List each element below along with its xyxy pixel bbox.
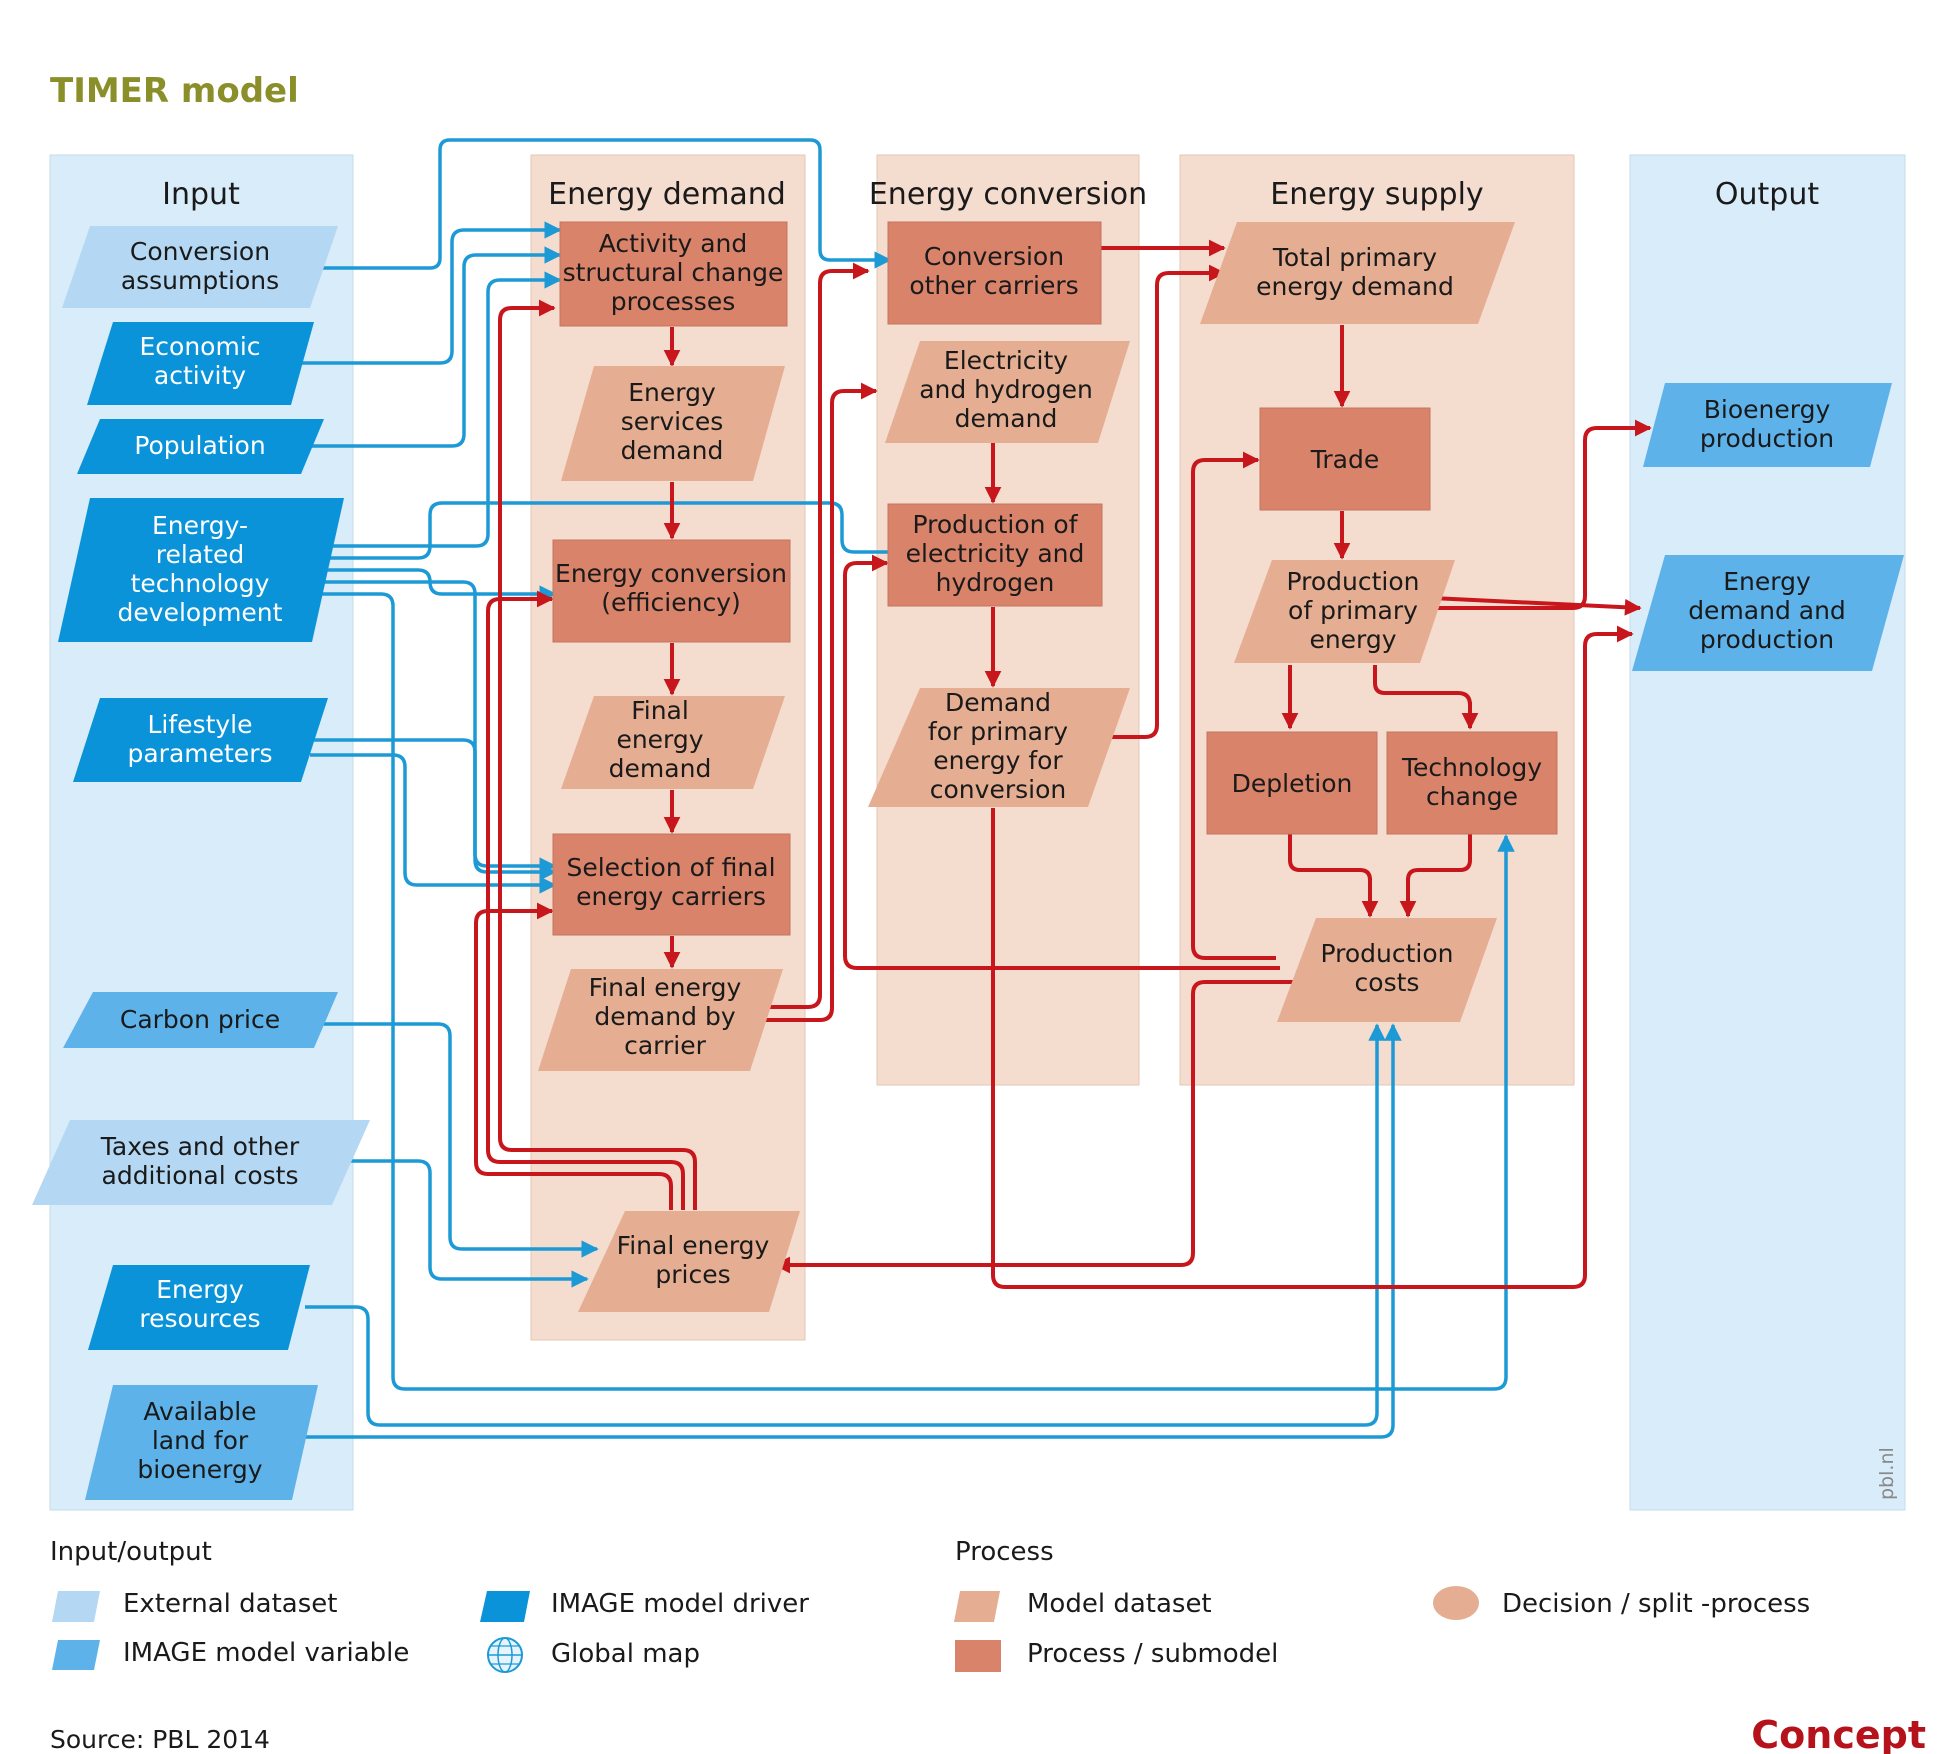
concept-stamp: Concept [1751, 1713, 1926, 1754]
svg-text:Trade: Trade [1310, 445, 1379, 474]
blue-connectors [298, 138, 1515, 1439]
legend-swatch-process-submodel [955, 1640, 1001, 1672]
legend-label-model-dataset: Model dataset [1027, 1589, 1212, 1619]
depletion: Depletion [1206, 731, 1378, 835]
svg-text:Depletion: Depletion [1232, 769, 1353, 798]
globe-icon [487, 1637, 523, 1673]
legend-label-decision: Decision / split -process [1502, 1589, 1810, 1619]
red-connectors [474, 239, 1652, 1289]
svg-text:Energy conversion(efficiency): Energy conversion(efficiency) [555, 559, 787, 617]
trade: Trade [1259, 407, 1431, 511]
column-title-output: Output [1715, 177, 1819, 212]
svg-text:Population: Population [134, 431, 265, 460]
legend-swatch-model-driver [480, 1591, 530, 1622]
pbl-credit: pbl.nl [1876, 1447, 1898, 1500]
column-title-input: Input [162, 177, 240, 212]
legend-swatch-external-dataset [52, 1591, 100, 1622]
legend-heading-input-output: Input/output [50, 1537, 212, 1567]
legend-swatch-decision [1433, 1586, 1479, 1620]
column-title-energy-supply: Energy supply [1270, 177, 1483, 212]
output-panel [1629, 154, 1906, 1511]
legend-label-model-variable: IMAGE model variable [123, 1638, 409, 1668]
legend-label-external-dataset: External dataset [123, 1589, 337, 1619]
legend-swatch-model-variable [52, 1640, 100, 1670]
svg-text:Carbon price: Carbon price [120, 1005, 280, 1034]
column-title-energy-demand: Energy demand [548, 177, 786, 212]
input-carbon-price: Carbon price [63, 992, 338, 1048]
legend-label-model-driver: IMAGE model driver [551, 1589, 809, 1619]
legend: Input/output Process External dataset IM… [50, 1537, 1810, 1673]
legend-heading-process: Process [955, 1537, 1054, 1567]
input-population: Population [77, 419, 324, 474]
source-note: Source: PBL 2014 [50, 1725, 270, 1754]
legend-label-global-map: Global map [551, 1639, 700, 1669]
energy-conversion-efficiency: Energy conversion(efficiency) [552, 539, 791, 643]
diagram-title: TIMER model [50, 71, 299, 111]
legend-label-process-submodel: Process / submodel [1027, 1639, 1278, 1669]
legend-swatch-model-dataset [954, 1591, 1000, 1622]
column-title-energy-conversion: Energy conversion [869, 177, 1147, 212]
